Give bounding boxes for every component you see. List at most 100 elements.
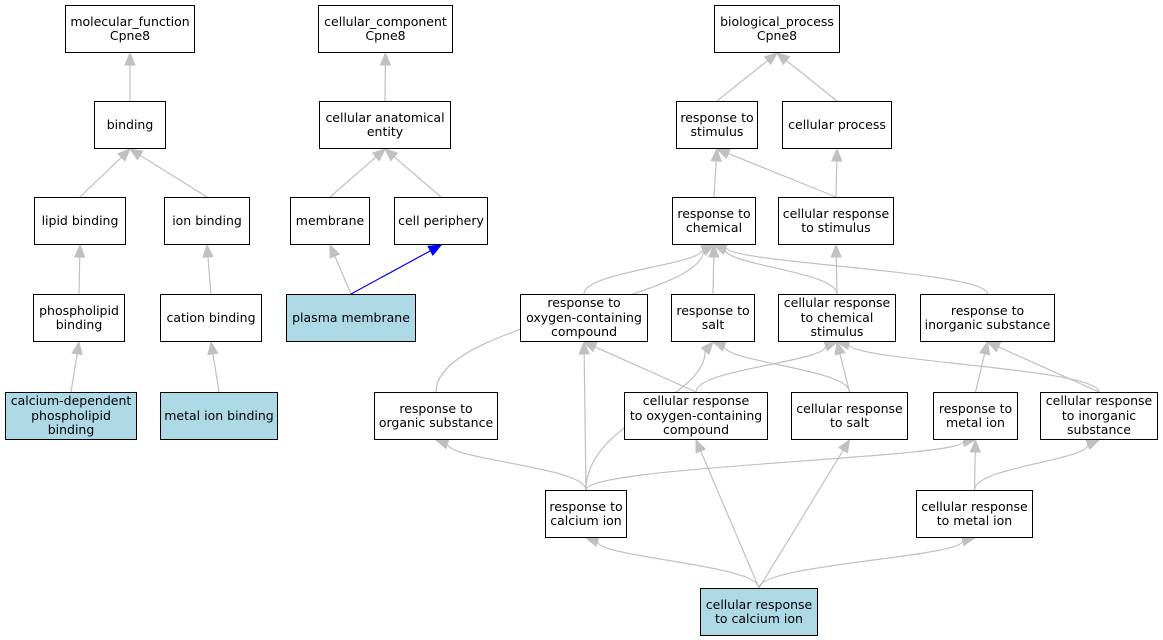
edge-ca-dep-pl-binding-to-phospholipid-binding — [70, 340, 83, 393]
edge-line — [716, 60, 769, 102]
edge-lipid-binding-to-binding — [79, 148, 131, 198]
go-term-node-cc[interactable]: cellular_component Cpne8 — [318, 5, 453, 53]
go-term-node-resp-chem[interactable]: response to chemical — [672, 197, 756, 245]
go-term-node-cell-resp-stim[interactable]: cellular response to stimulus — [778, 197, 894, 245]
edge-line — [596, 541, 760, 589]
edge-arrowhead — [986, 341, 1002, 353]
go-term-node-resp-oxy[interactable]: response to oxygen-containing compound — [520, 294, 648, 342]
edge-cell-resp-stim-to-resp-stim — [715, 148, 837, 198]
edge-metal-ion-binding-to-cation-binding — [207, 340, 220, 393]
go-term-label: biological_process Cpne8 — [720, 13, 834, 43]
edge-line — [758, 449, 844, 589]
go-term-node-resp-ca[interactable]: response to calcium ion — [545, 490, 627, 538]
go-term-node-cell-proc[interactable]: cellular process — [782, 101, 892, 149]
edge-cell-resp-chem-to-cell-resp-stim — [830, 243, 843, 295]
go-term-node-mf[interactable]: molecular_function Cpne8 — [65, 5, 195, 53]
edge-arrowhead — [707, 243, 720, 258]
go-term-node-resp-inorg[interactable]: response to inorganic substance — [920, 294, 1055, 342]
go-term-label: cellular response to chemical stimulus — [783, 295, 891, 340]
edge-line — [713, 160, 717, 198]
edge-line — [446, 443, 587, 491]
go-term-label: response to stimulus — [680, 109, 754, 139]
edge-cell-periphery-to-cae — [384, 148, 442, 198]
edge-arrowhead — [978, 340, 991, 356]
edge-arrowhead — [710, 147, 722, 162]
edge-arrowhead — [578, 340, 590, 355]
go-term-node-resp-salt[interactable]: response to salt — [671, 294, 755, 342]
go-term-node-resp-stim[interactable]: response to stimulus — [676, 101, 758, 149]
go-term-label: binding — [106, 116, 154, 132]
go-term-node-resp-org[interactable]: response to organic substance — [374, 392, 498, 440]
go-term-node-lipid-binding[interactable]: lipid binding — [34, 197, 126, 245]
edge-cell-resp-ca-to-cell-resp-salt — [758, 438, 851, 589]
edge-arrowhead — [202, 243, 214, 258]
edge-arrowhead — [582, 341, 598, 353]
go-term-label: cellular response to calcium ion — [705, 596, 813, 626]
edge-cell-resp-ca-to-resp-ca — [584, 535, 760, 589]
edge-arrowhead — [379, 51, 392, 66]
edge-cae-to-cc — [379, 51, 392, 102]
edge-binding-to-mf — [124, 51, 136, 101]
edge-membrane-to-cae — [329, 148, 386, 198]
go-term-label: response to calcium ion — [549, 498, 623, 528]
edge-plasma-membrane-to-cell-periphery — [350, 244, 443, 295]
edge-cell-resp-ca-to-cell-resp-metal — [758, 535, 976, 589]
go-term-node-phospholipid-binding[interactable]: phospholipid binding — [33, 294, 125, 342]
go-term-label: calcium-dependent phospholipid binding — [10, 393, 132, 438]
edge-resp-ca-to-resp-oxy — [578, 340, 590, 491]
edge-line — [70, 353, 78, 393]
go-term-label: cellular response to metal ion — [921, 498, 1028, 528]
go-term-node-metal-ion-binding[interactable]: metal ion binding — [160, 392, 278, 440]
edge-arrowhead — [838, 438, 851, 454]
edge-line — [583, 248, 704, 295]
edge-resp-ca-to-resp-metal — [585, 435, 977, 491]
edge-resp-oxy-to-resp-chem — [583, 244, 716, 295]
go-term-node-cell-resp-salt[interactable]: cellular response to salt — [791, 392, 908, 440]
edge-arrowhead — [834, 340, 846, 356]
go-term-label: response to organic substance — [378, 400, 494, 430]
go-term-label: metal ion binding — [164, 407, 274, 423]
edge-arrowhead — [775, 52, 791, 66]
edge-line — [998, 346, 1100, 393]
edge-ion-binding-to-binding — [128, 148, 208, 198]
go-term-node-ion-binding[interactable]: ion binding — [164, 197, 250, 245]
edge-cation-binding-to-ion-binding — [202, 243, 214, 295]
edge-arrowhead — [763, 52, 779, 66]
edge-line — [695, 345, 827, 393]
go-term-label: cation binding — [166, 309, 256, 325]
edge-cell-resp-salt-to-cell-resp-chem — [834, 340, 851, 393]
go-term-node-cation-binding[interactable]: cation binding — [160, 294, 262, 342]
edge-line — [139, 154, 208, 198]
edge-line — [583, 353, 587, 491]
go-term-node-membrane[interactable]: membrane — [290, 197, 370, 245]
go-term-node-cell-resp-chem[interactable]: cellular response to chemical stimulus — [778, 294, 896, 342]
go-term-node-cell-resp-ca[interactable]: cellular response to calcium ion — [700, 588, 818, 636]
go-term-node-resp-metal[interactable]: response to metal ion — [933, 392, 1018, 440]
go-term-node-bp[interactable]: biological_process Cpne8 — [714, 5, 840, 53]
edge-cell-resp-oxy-to-resp-oxy — [582, 341, 697, 393]
edge-cell-proc-to-bp — [775, 52, 838, 102]
edge-line — [700, 450, 760, 589]
edge-line — [973, 451, 976, 491]
go-term-label: cellular response to salt — [796, 400, 903, 430]
edge-cell-resp-oxy-to-cell-resp-chem — [695, 340, 839, 393]
go-term-label: ion binding — [172, 212, 242, 228]
go-term-node-cell-resp-oxy[interactable]: cellular response to oxygen-containing c… — [624, 392, 768, 440]
go-term-node-ca-dep-pl-binding[interactable]: calcium-dependent phospholipid binding — [5, 392, 137, 440]
go-term-label: cell periphery — [398, 212, 484, 228]
edge-resp-stim-to-bp — [716, 52, 779, 102]
go-term-label: cellular response to stimulus — [782, 205, 890, 235]
go-term-node-cell-resp-inorg[interactable]: cellular response to inorganic substance — [1040, 392, 1158, 440]
go-term-node-cell-resp-metal[interactable]: cellular response to metal ion — [916, 490, 1033, 538]
go-term-node-plasma-membrane[interactable]: plasma membrane — [286, 294, 416, 342]
edge-cell-resp-stim-to-cell-proc — [830, 147, 843, 198]
go-term-label: molecular_function Cpne8 — [70, 13, 190, 43]
go-term-node-cae[interactable]: cellular anatomical entity — [319, 101, 451, 149]
edge-line — [712, 256, 715, 295]
edge-line — [723, 345, 851, 393]
go-term-label: lipid binding — [41, 212, 119, 228]
go-term-node-binding[interactable]: binding — [94, 101, 166, 149]
go-term-node-cell-periphery[interactable]: cell periphery — [394, 197, 488, 245]
go-term-label: response to salt — [676, 302, 750, 332]
